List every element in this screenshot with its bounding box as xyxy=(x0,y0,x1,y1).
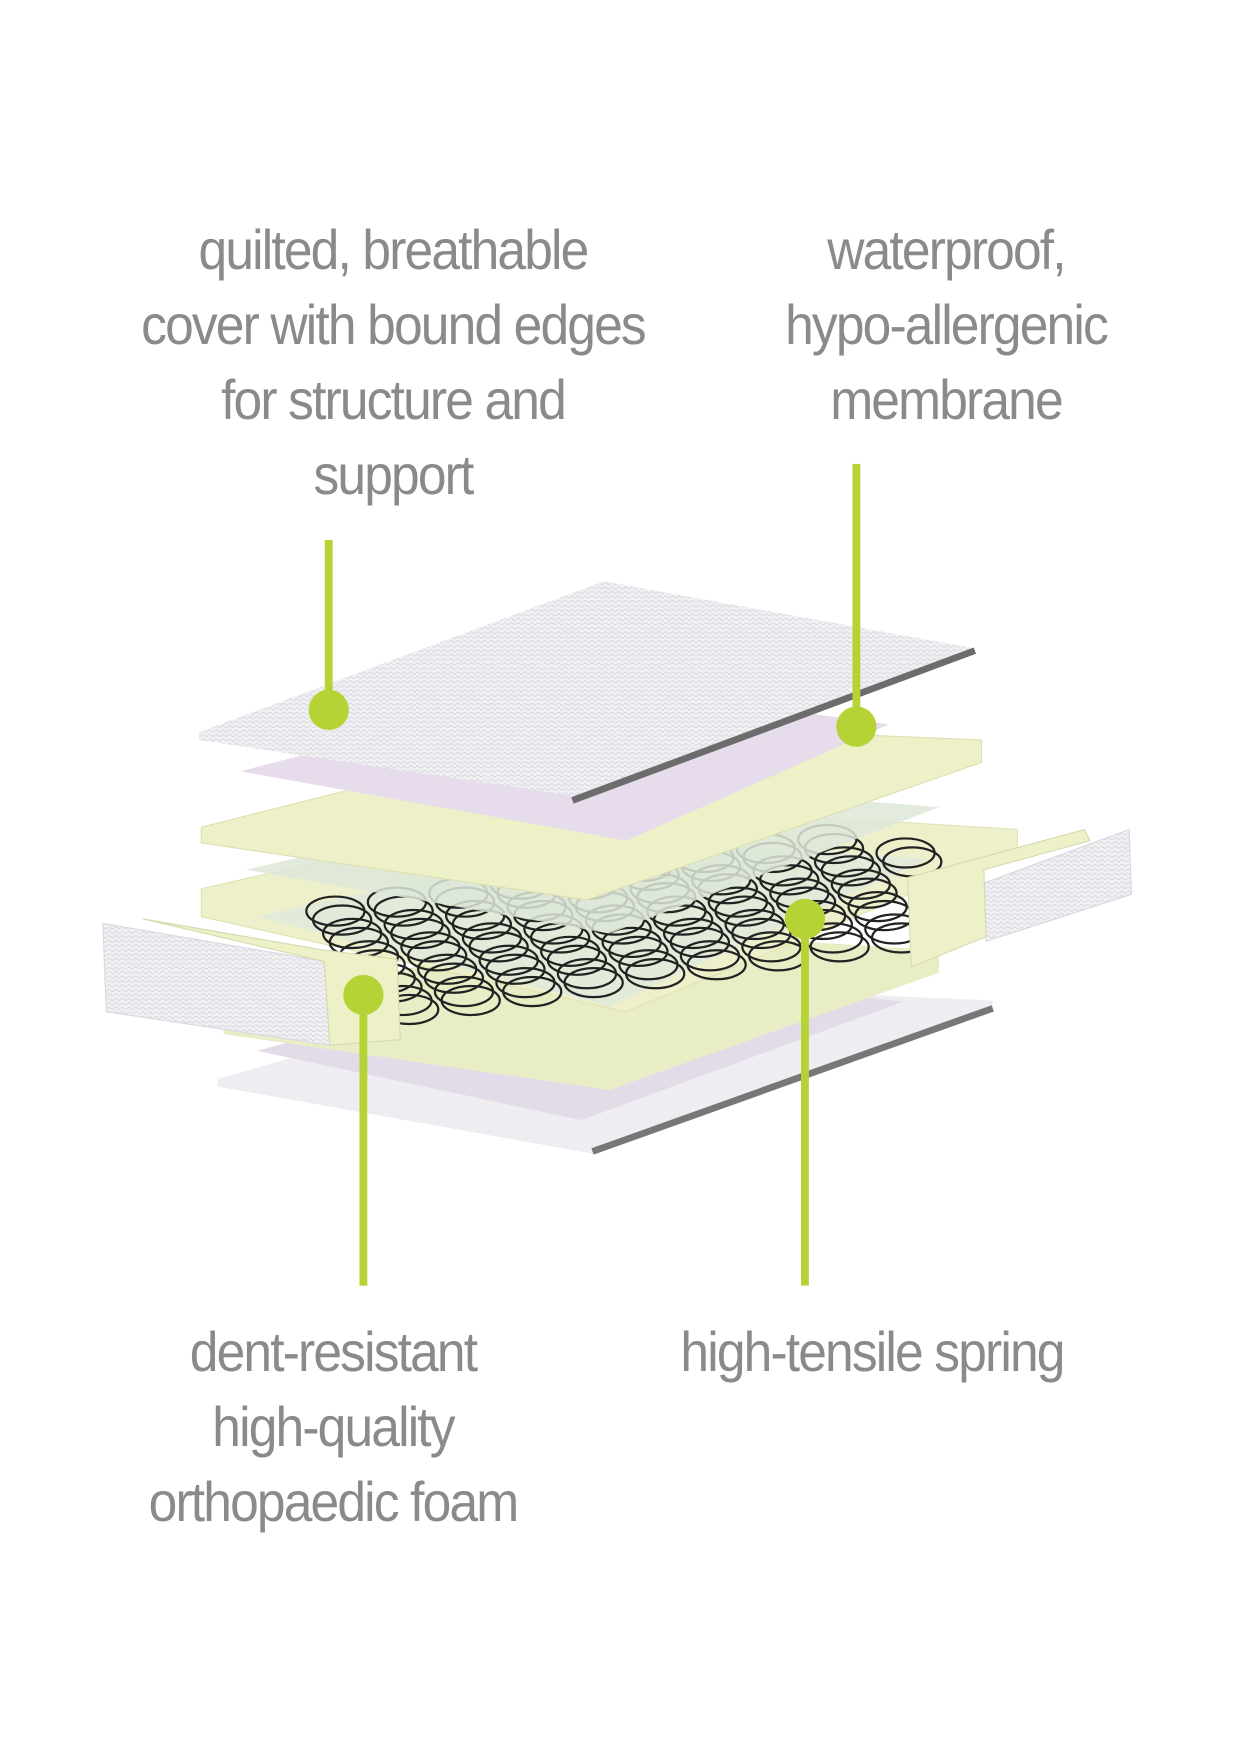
spring-coil xyxy=(624,958,686,990)
top-cover xyxy=(199,581,975,796)
spring-coil xyxy=(502,975,563,1008)
spring-coil xyxy=(423,962,485,994)
cover-label-line: for structure and xyxy=(221,368,567,431)
spring-coil xyxy=(468,931,529,963)
spring-coil xyxy=(669,926,731,959)
spring-coil xyxy=(731,917,792,950)
spring-coil xyxy=(820,855,881,887)
spring-coil xyxy=(546,944,608,976)
bottom-sheet-edge xyxy=(591,1005,994,1155)
membrane-label-line: membrane xyxy=(830,368,1063,431)
cover-label: quilted, breathable cover with bound edg… xyxy=(89,212,696,512)
top-cover-edge xyxy=(571,647,977,804)
membrane-label: waterproof, hypo-allergenic membrane xyxy=(753,212,1139,437)
foam-leader-dot xyxy=(343,974,384,1016)
left-side-panel xyxy=(102,922,331,1046)
spring-coil xyxy=(390,917,451,950)
foam-label-line: orthopaedic foam xyxy=(148,1470,520,1533)
spring-coil xyxy=(759,864,820,896)
membrane-leader-dot xyxy=(836,706,877,747)
spring-coil xyxy=(406,940,468,972)
membrane-label-line: hypo-allergenic xyxy=(785,293,1109,356)
spring-coil xyxy=(440,984,501,1017)
spring-coil xyxy=(809,931,870,963)
spring-label-line: high-tensile spring xyxy=(680,1320,1065,1383)
cover-label-line: quilted, breathable xyxy=(198,218,590,281)
cover-label-line: cover with bound edges xyxy=(141,293,647,356)
membrane-label-line: waterproof, xyxy=(827,218,1066,281)
foam-label-line: dent-resistant xyxy=(189,1320,478,1383)
left-end-cap xyxy=(143,918,401,1046)
right-end-cap xyxy=(907,828,1091,968)
spring-coil xyxy=(714,895,775,927)
spring-coil xyxy=(686,949,747,981)
spring-coil xyxy=(311,904,373,936)
spring-coil xyxy=(837,877,898,909)
cover-label-line: support xyxy=(313,443,475,506)
spring-coil xyxy=(652,904,714,936)
spring-coil xyxy=(608,935,669,967)
spring-leader-dot xyxy=(784,898,826,940)
foam-label-line: high-quality xyxy=(212,1395,455,1458)
spring-coil xyxy=(485,953,546,985)
foam-label: dent-resistant high-quality orthopaedic … xyxy=(103,1314,563,1539)
spring-label: high-tensile spring xyxy=(633,1314,1111,1389)
spring-coil xyxy=(563,966,624,999)
cover-leader-dot xyxy=(308,689,349,730)
